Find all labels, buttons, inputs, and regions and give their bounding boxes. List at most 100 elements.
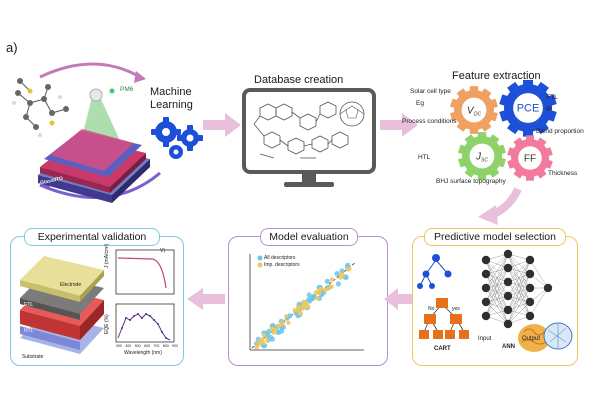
arrow-db-to-features <box>380 113 418 137</box>
ann-node <box>503 249 513 259</box>
ann-edge <box>507 259 531 325</box>
jv-y-label: J (mA/cm²) <box>104 243 110 268</box>
scatter-point-imp <box>325 286 331 291</box>
cart-no-label: No <box>428 306 435 312</box>
pm6-label: PM6 <box>120 86 134 93</box>
scatter-point-imp <box>292 308 297 313</box>
gears-icon <box>151 117 203 159</box>
ann-node <box>525 297 535 307</box>
ann-edge <box>507 287 531 325</box>
ann-node <box>525 269 535 279</box>
eqe-tick: 300 <box>116 344 122 348</box>
eqe-ticks: 300 400 500 600 700 800 900 <box>116 344 178 348</box>
layer-etl: ETL <box>24 302 34 308</box>
ann-edge <box>485 267 509 317</box>
ann-edge <box>485 253 509 303</box>
feature-process-conditions: Process conditions <box>402 118 457 125</box>
evaluation-scatter <box>249 254 364 351</box>
feature-bhj-topography: BHJ surface topography <box>436 178 506 185</box>
feature-gear: FF <box>507 135 553 181</box>
ann-node <box>503 291 513 301</box>
ml-step <box>0 55 210 205</box>
eqe-x-label: Wavelength (nm) <box>124 350 162 356</box>
ann-node <box>503 305 513 315</box>
eqe-tick: 600 <box>144 344 150 348</box>
scatter-point-imp <box>279 321 284 326</box>
ann-edge <box>485 281 509 317</box>
feature-ip: IP <box>546 106 553 113</box>
ann-node <box>503 263 513 273</box>
eqe-tick: 800 <box>162 344 169 348</box>
scatter-point-all <box>306 292 312 298</box>
scatter-point-imp <box>275 323 281 328</box>
feature-gear: JSC <box>458 132 506 180</box>
legend-all-descriptors: All descriptors <box>264 255 296 261</box>
scatter-point-imp <box>286 320 291 325</box>
feature-solar-cell-type: Solar cell type <box>410 88 451 95</box>
layer-substrate: Substrate <box>22 354 44 360</box>
scatter-point-imp <box>338 275 343 280</box>
features-title: Feature extraction <box>452 70 541 82</box>
feature-gear: VOC <box>450 86 498 134</box>
ann-node <box>503 319 513 329</box>
model-selection-illustration <box>417 249 573 352</box>
layer-htl: HTL <box>24 328 34 334</box>
feature-blend-proportion: Blend proportion <box>536 128 584 135</box>
eqe-y-label: EQE (%) <box>104 314 110 334</box>
evaluation-title: Model evaluation <box>260 228 358 246</box>
ann-node <box>525 255 535 265</box>
scatter-point-imp <box>296 304 301 310</box>
scatter-point-all <box>335 281 341 287</box>
scatter-point-imp <box>261 333 267 338</box>
ann-input-label: Input <box>478 336 492 342</box>
feature-gear: PCE <box>499 80 557 137</box>
scatter-point-imp <box>345 267 351 272</box>
scatter-point-all <box>309 296 315 302</box>
ann-edge <box>507 301 531 325</box>
selection-title: Predictive model selection <box>424 228 566 246</box>
ann-output-label: Output <box>522 336 541 342</box>
ann-node <box>503 277 513 287</box>
scatter-point-all <box>324 278 330 284</box>
eqe-tick: 500 <box>134 344 141 348</box>
monitor-illustration <box>242 88 376 187</box>
ann-node <box>481 255 491 265</box>
eqe-tick: 400 <box>125 344 132 348</box>
cart-label: CART <box>434 346 451 352</box>
ann-edge <box>485 295 509 317</box>
scatter-point-all <box>334 271 340 277</box>
scatter-point-imp <box>318 286 324 292</box>
ann-edge <box>507 259 531 297</box>
scatter-point-imp <box>329 277 335 282</box>
ann-edge <box>485 253 509 275</box>
ann-label: ANN <box>502 344 515 350</box>
eqe-tick: 900 <box>172 344 178 348</box>
scatter-point-imp <box>329 284 334 289</box>
ml-title-line2: Learning <box>150 99 193 111</box>
eqe-tick: 700 <box>153 344 160 348</box>
feature-eg: Eg <box>416 100 424 107</box>
ann-edge <box>529 287 549 317</box>
ann-edge <box>507 259 531 283</box>
validation-title: Experimental validation <box>24 228 160 246</box>
scatter-point-imp <box>314 296 320 301</box>
ann-node <box>481 297 491 307</box>
legend-imp-descriptors: Imp. descriptors <box>264 262 300 268</box>
eqe-plot <box>115 303 175 343</box>
ann-edge <box>485 253 509 289</box>
ml-title-line1: Machine <box>150 86 192 98</box>
feature-htl: HTL <box>418 154 431 161</box>
ann-edge <box>485 253 509 317</box>
scatter-point-imp <box>257 340 262 345</box>
feature-etl: ETL <box>546 94 558 101</box>
ann-edge <box>507 259 531 311</box>
scatter-point-all <box>266 328 272 334</box>
arrow-selection-to-eval <box>384 288 412 310</box>
panel-letter: a) <box>6 40 18 55</box>
device-illustration <box>12 62 161 203</box>
scatter-point-imp <box>298 310 303 316</box>
ann-node <box>543 283 553 293</box>
feature-thickness: Thickness <box>548 170 578 177</box>
ann-node <box>525 283 535 293</box>
